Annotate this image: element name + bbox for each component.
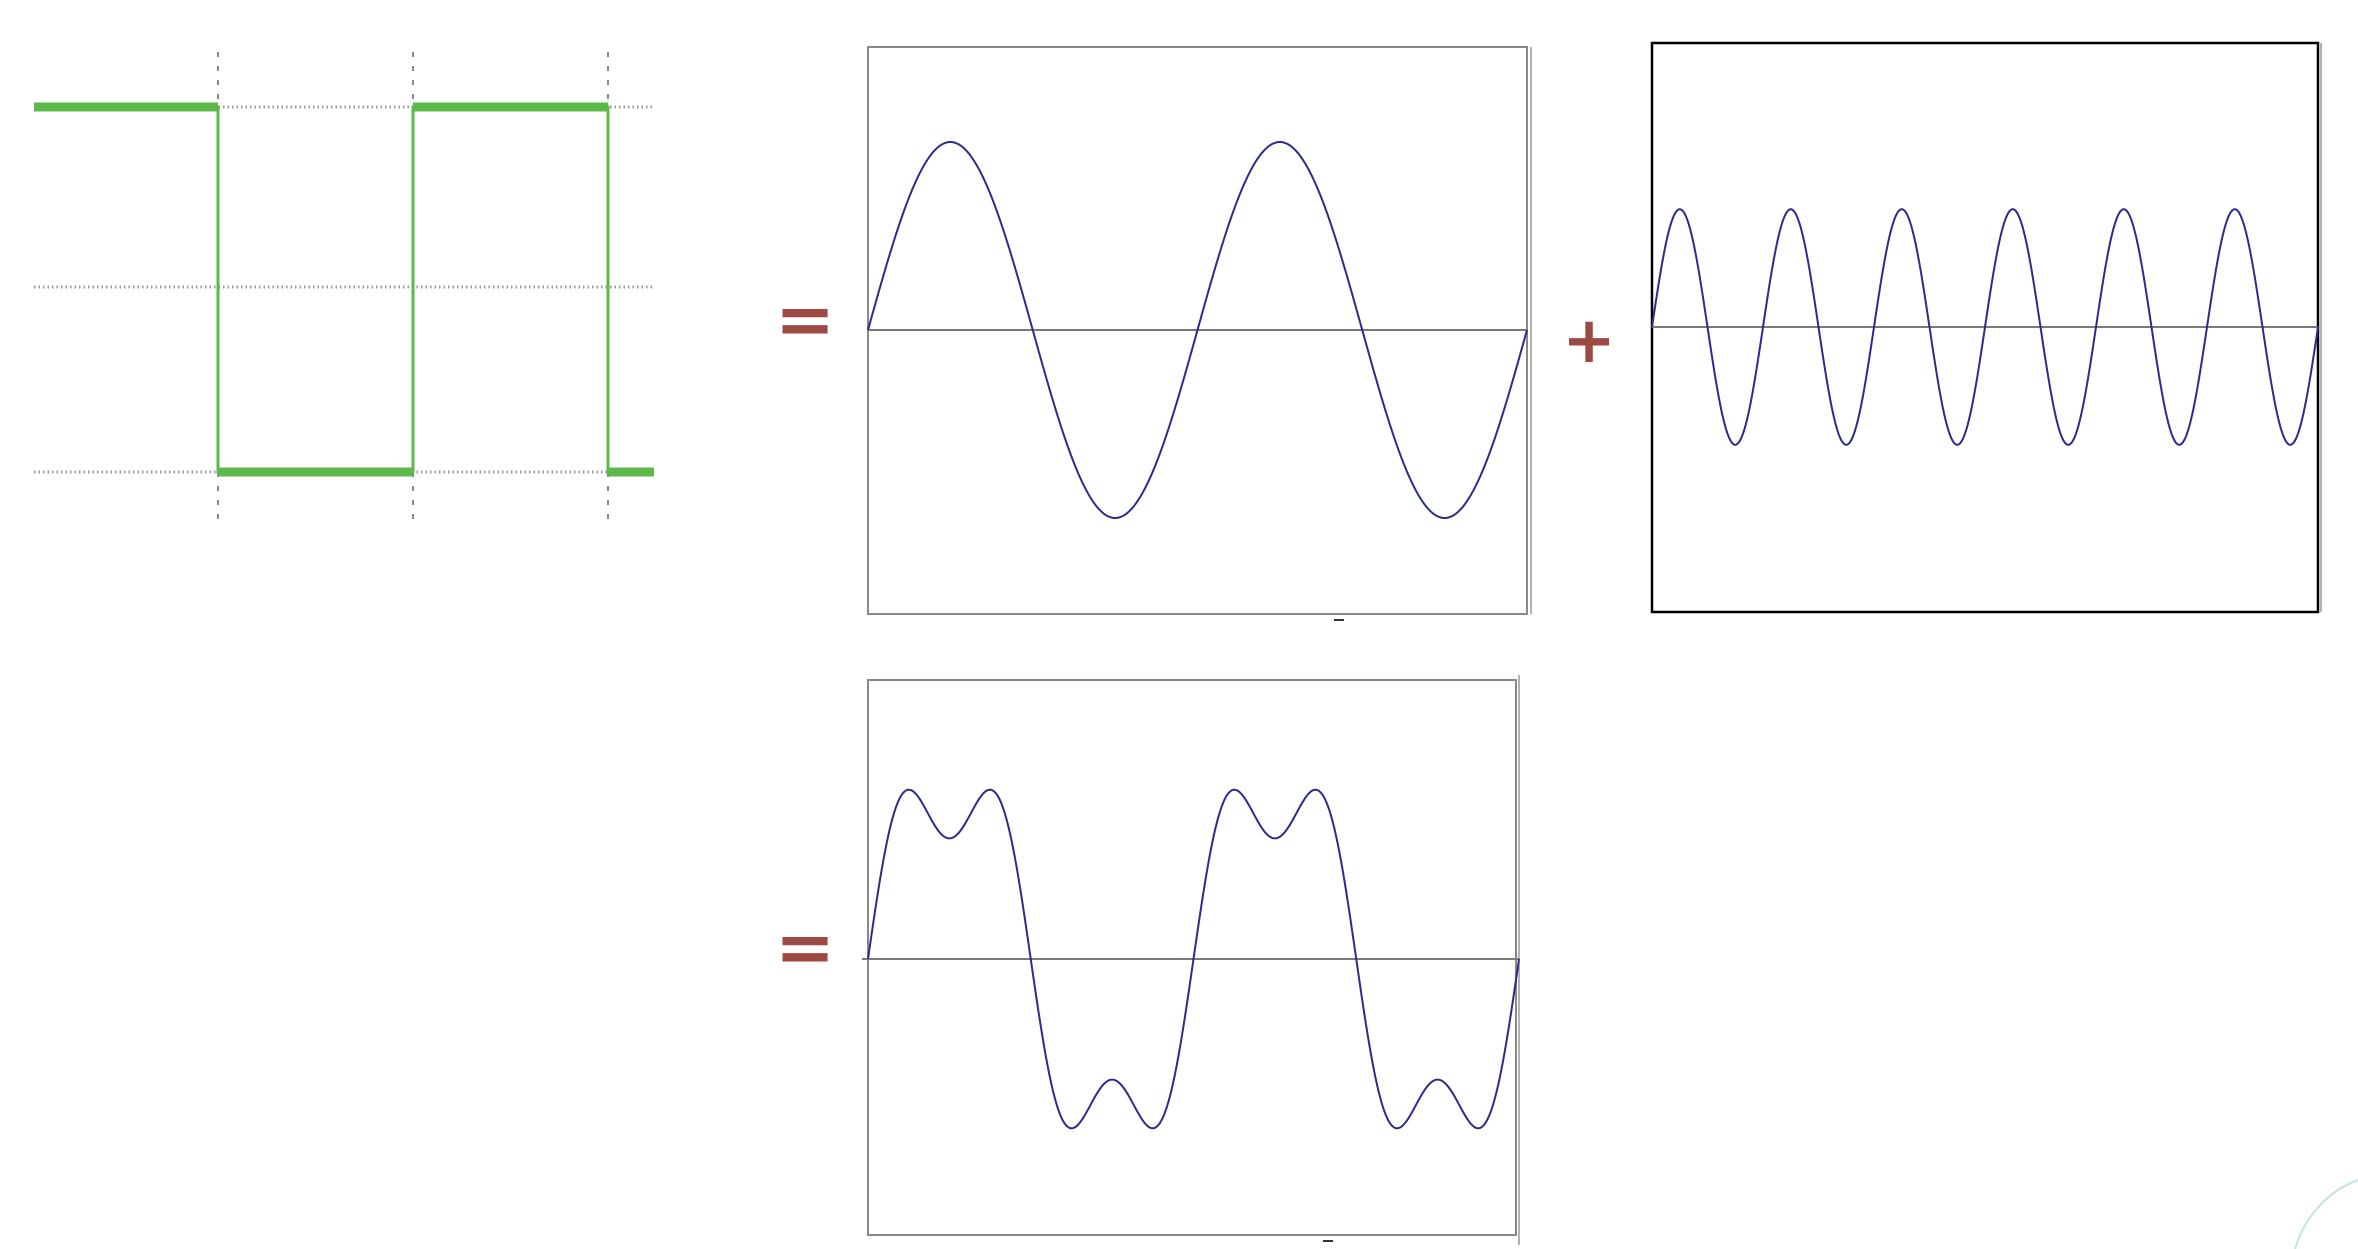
- square-wave-curve: [34, 105, 654, 474]
- fundamental-sine-panel: [867, 46, 1532, 621]
- sum-curve: [867, 788, 1520, 1130]
- third-harmonic-curve: [1651, 208, 2319, 446]
- plus-operator: +: [1562, 304, 1616, 378]
- decorative-swirl: [2294, 1179, 2358, 1249]
- square-wave-grid: [34, 52, 654, 522]
- sum-frame: [867, 679, 1517, 1236]
- fundamental-sine-curve: [867, 140, 1528, 520]
- equals-operator-bottom: =: [775, 905, 835, 989]
- sum-panel: [862, 675, 1520, 1245]
- equals-operator-top: =: [775, 277, 835, 361]
- third-harmonic-panel: [1650, 41, 2322, 614]
- square-wave-panel: [34, 52, 654, 522]
